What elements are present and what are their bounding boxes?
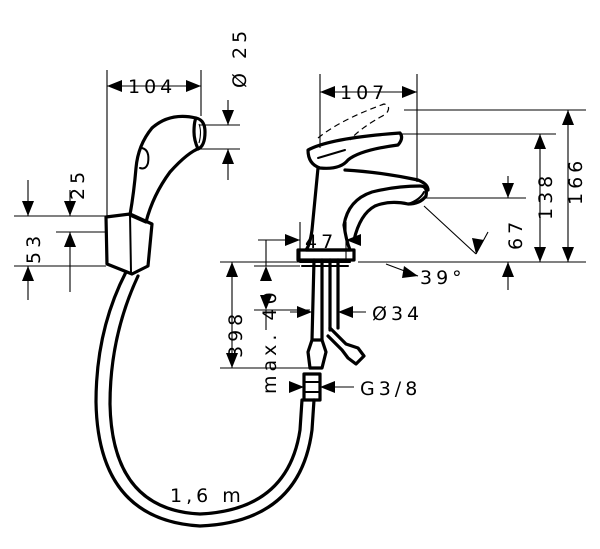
dim-lever-angle: 39°: [420, 267, 466, 289]
shower-hose: [94, 270, 316, 528]
dim-spray-diameter: Ø 25: [229, 27, 251, 88]
dim-base-width: 47: [305, 231, 337, 253]
g38-fitting: [302, 372, 322, 402]
dim-hose-length-below: 398: [225, 310, 247, 358]
dim-mixer-height-total: 166: [565, 157, 587, 205]
dim-hole-diameter: Ø34: [372, 303, 423, 325]
connector-right: [326, 326, 366, 366]
dim-spray-length: 104: [128, 76, 176, 98]
dim-spout-height: 67: [505, 218, 527, 250]
dimension-lines: [14, 70, 586, 393]
mixer-body: [304, 166, 428, 252]
shower-head-outline: [128, 114, 202, 224]
dim-holder-height: 25: [67, 168, 89, 200]
dim-mixer-height-lever: 138: [535, 172, 557, 220]
dim-max-counter-thickness: max. 40: [259, 288, 281, 394]
shower-trigger: [139, 147, 150, 170]
shower-nozzle: [192, 116, 207, 151]
connector-left: [306, 338, 328, 370]
dim-mixer-reach: 107: [340, 82, 388, 104]
mixer-lever: [306, 131, 404, 170]
basin-mixer: [296, 103, 430, 402]
mixer-base: [296, 248, 356, 262]
hand-shower: [104, 114, 207, 276]
dim-holder-offset: 53: [23, 232, 45, 264]
dim-connection-thread: G3/8: [360, 378, 421, 400]
dim-hose-length: 1,6 m: [170, 485, 245, 507]
